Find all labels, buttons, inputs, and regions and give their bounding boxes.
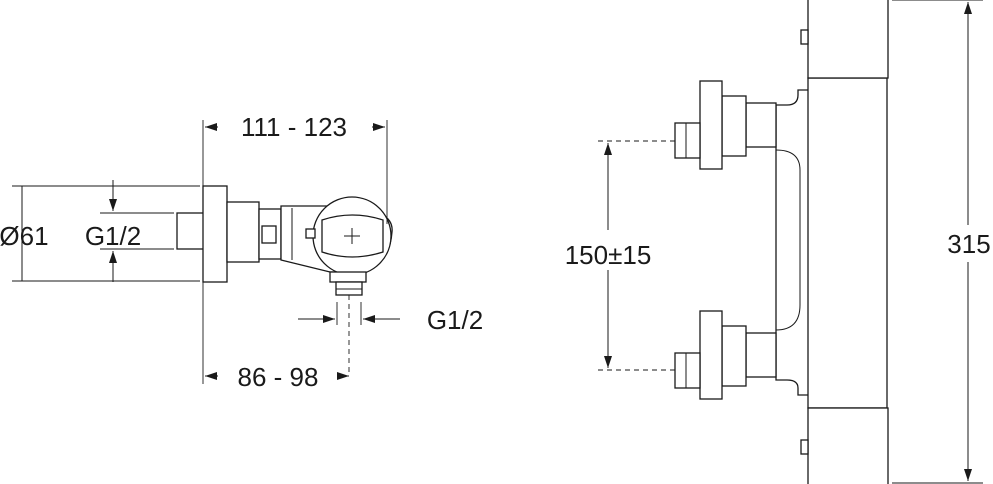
upper-rosette: [699, 80, 723, 170]
pipe-stub: [176, 212, 205, 250]
lower-rosette: [699, 310, 723, 400]
outlet-collar: [329, 271, 367, 283]
dim-depth-label: 86 - 98: [238, 362, 319, 392]
thermostat-body: [807, 77, 888, 409]
front-view: 150±15 315: [565, 0, 991, 484]
body-rear-profile: [775, 89, 813, 396]
upper-nut: [745, 102, 777, 148]
lower-nut: [745, 332, 777, 378]
dim-spacing-label: 150±15: [565, 240, 652, 270]
wall-rosette: [202, 185, 228, 283]
lower-pipe: [674, 352, 701, 389]
dim-diameter-label: Ø61: [0, 221, 49, 251]
lower-connector: [721, 325, 747, 387]
nut-detail: [261, 225, 277, 244]
dim-thread-inlet-label: G1/2: [85, 221, 141, 251]
top-knob: [800, 29, 809, 45]
top-handle: [807, 0, 889, 79]
bottom-knob: [800, 439, 809, 455]
dim-thread-outlet-label: G1/2: [427, 305, 483, 335]
bottom-handle: [807, 407, 889, 484]
dim-height-label: 315: [947, 229, 990, 259]
connector-body: [226, 201, 260, 263]
upper-connector: [721, 95, 747, 157]
side-view: 111 - 123 86 - 98 Ø61 G1/2 G1/2: [0, 112, 483, 392]
dim-width-label: 111 - 123: [241, 112, 347, 142]
inner-channel: [775, 149, 801, 331]
handle-button: [305, 228, 316, 239]
upper-pipe: [674, 122, 701, 159]
